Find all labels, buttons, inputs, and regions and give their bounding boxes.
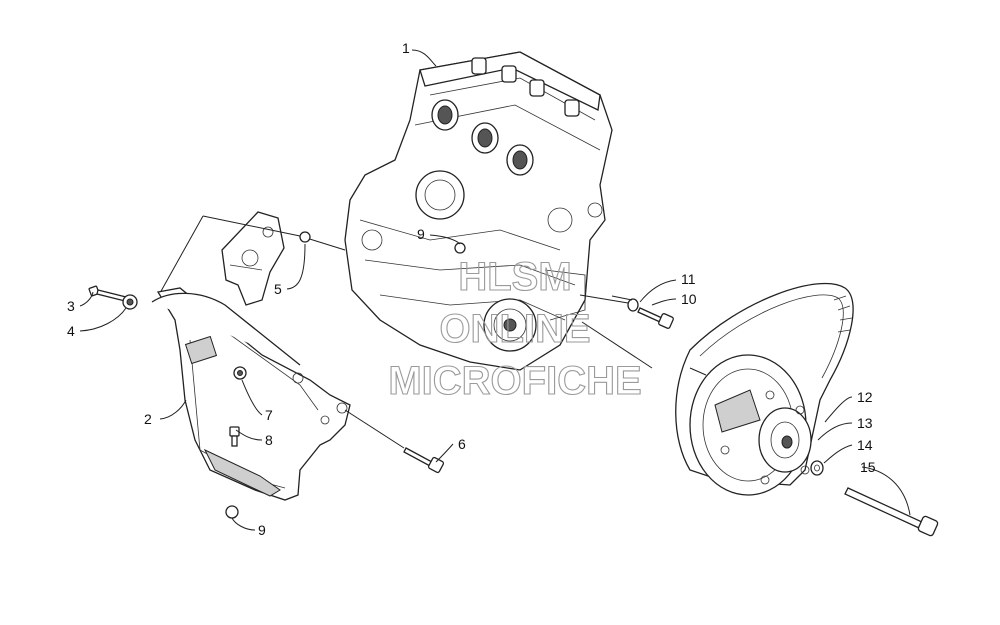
spark-plug-caps bbox=[471, 57, 580, 117]
nut-9-upper[interactable] bbox=[454, 242, 466, 254]
callout-6[interactable]: 6 bbox=[458, 436, 466, 452]
callout-9-upper[interactable]: 9 bbox=[417, 226, 425, 242]
bolt-8[interactable] bbox=[229, 426, 240, 447]
callout-labels: 1 2 3 4 5 6 7 8 9 9 10 11 12 13 14 15 bbox=[67, 40, 876, 538]
callout-9-lower[interactable]: 9 bbox=[258, 522, 266, 538]
leader-lines bbox=[79, 49, 911, 531]
nut-4[interactable] bbox=[122, 294, 138, 310]
callout-4[interactable]: 4 bbox=[67, 323, 75, 339]
nut-5[interactable] bbox=[299, 231, 311, 243]
callout-8[interactable]: 8 bbox=[265, 432, 273, 448]
drive-clutch[interactable] bbox=[689, 354, 812, 496]
watermark-line-2: ONLINE bbox=[439, 307, 590, 351]
washer-14[interactable] bbox=[810, 460, 824, 476]
bolt-3[interactable] bbox=[88, 285, 127, 302]
bolt-6[interactable] bbox=[403, 447, 445, 474]
callout-11[interactable]: 11 bbox=[681, 271, 696, 287]
callout-2[interactable]: 2 bbox=[144, 411, 152, 427]
callout-1[interactable]: 1 bbox=[402, 40, 410, 56]
watermark: HLSM ONLINE MICROFICHE bbox=[388, 254, 642, 403]
bolt-15[interactable] bbox=[844, 487, 939, 537]
skid-plate-guard[interactable] bbox=[156, 287, 351, 501]
callout-5[interactable]: 5 bbox=[274, 281, 282, 297]
watermark-line-3: MICROFICHE bbox=[388, 359, 641, 403]
callout-12[interactable]: 12 bbox=[857, 389, 873, 405]
engine-assembly[interactable] bbox=[344, 51, 613, 371]
callout-3[interactable]: 3 bbox=[67, 298, 75, 314]
nut-7[interactable] bbox=[233, 366, 247, 380]
washer-11[interactable] bbox=[627, 298, 639, 312]
watermark-line-1: HLSM bbox=[458, 255, 571, 299]
callout-10[interactable]: 10 bbox=[681, 291, 697, 307]
nut-9-lower[interactable] bbox=[225, 505, 239, 519]
intake-ports bbox=[431, 99, 534, 176]
callout-7[interactable]: 7 bbox=[265, 407, 273, 423]
callout-15[interactable]: 15 bbox=[860, 459, 876, 475]
bolt-10[interactable] bbox=[637, 307, 674, 329]
guard-rail bbox=[151, 292, 301, 366]
engine-mount-bracket[interactable] bbox=[221, 211, 285, 306]
callout-14[interactable]: 14 bbox=[857, 437, 873, 453]
callout-13[interactable]: 13 bbox=[857, 415, 873, 431]
